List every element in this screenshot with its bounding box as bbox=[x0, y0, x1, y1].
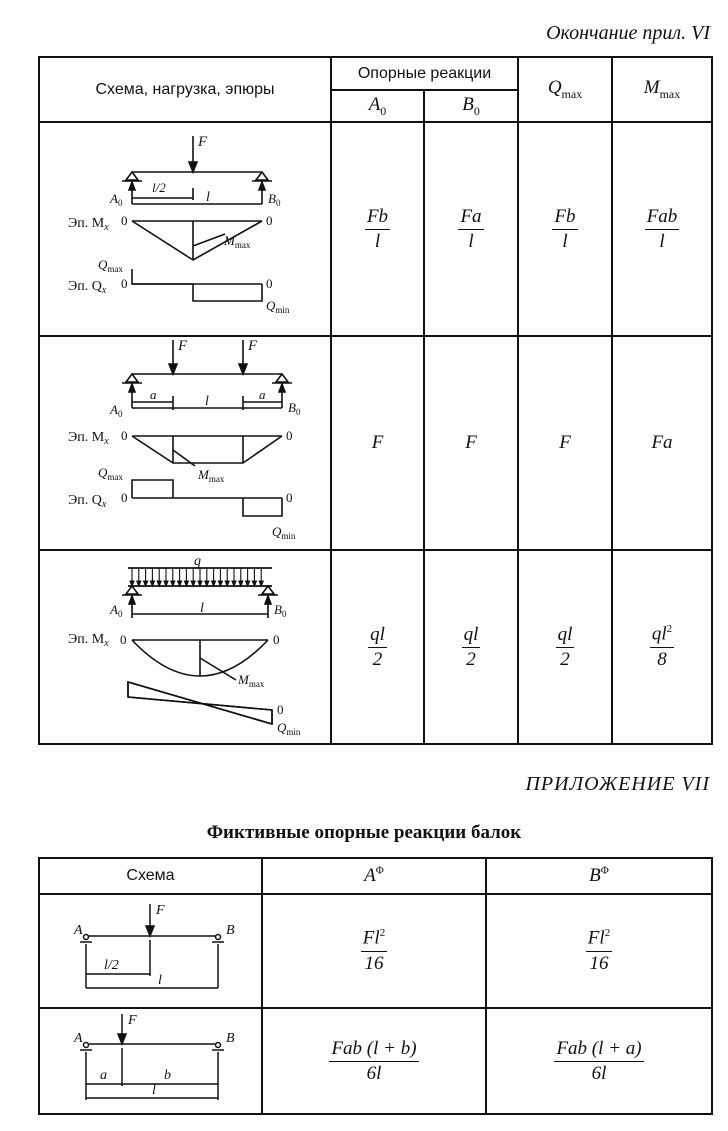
svg-text:0: 0 bbox=[121, 213, 128, 228]
svg-text:0: 0 bbox=[286, 428, 293, 443]
svg-text:l/2: l/2 bbox=[152, 180, 166, 195]
svg-text:a: a bbox=[259, 387, 266, 402]
diagram-cell: F F a a l A0 B0 Эп. Mx 0 0 Mmax Qmax Эп.… bbox=[38, 335, 332, 551]
svg-text:l: l bbox=[158, 973, 162, 988]
svg-text:F: F bbox=[155, 903, 165, 918]
svg-text:F: F bbox=[247, 338, 258, 354]
svg-text:l: l bbox=[152, 1083, 156, 1098]
header-mmax: Mmax bbox=[611, 56, 714, 123]
beam-diagram-uniform-load: q l A0 B0 Эп. Mx 0 0 Mmax 0 Qmin bbox=[68, 554, 301, 737]
svg-text:0: 0 bbox=[121, 428, 128, 443]
svg-text:Qmin: Qmin bbox=[277, 720, 301, 737]
header-qmax: Qmax bbox=[517, 56, 614, 123]
svg-text:0: 0 bbox=[266, 213, 273, 228]
svg-text:B0: B0 bbox=[274, 602, 287, 619]
value-b0: F bbox=[422, 335, 520, 551]
value-a-phi: Fab (l + b)6l bbox=[261, 1007, 487, 1115]
header-scheme: Схема bbox=[38, 857, 263, 895]
svg-text:l: l bbox=[200, 601, 204, 616]
svg-text:Mmax: Mmax bbox=[223, 233, 251, 250]
svg-text:B0: B0 bbox=[268, 191, 281, 208]
svg-text:Qmin: Qmin bbox=[266, 298, 290, 315]
header-a-phi: AΦ bbox=[261, 857, 487, 895]
svg-text:b: b bbox=[164, 1068, 171, 1083]
svg-text:0: 0 bbox=[266, 276, 273, 291]
value-qmax: F bbox=[517, 335, 614, 551]
diagram-cell: A B F l/2 l bbox=[38, 893, 263, 1009]
fictitious-reactions-title: Фиктивные опорные реакции балок bbox=[206, 822, 522, 843]
svg-text:a: a bbox=[150, 387, 157, 402]
svg-text:0: 0 bbox=[120, 632, 127, 647]
beam-diagram-central-force: F l/2 l A0 B0 Эп. Mx 0 0 Mmax Qmax Эп. Q… bbox=[68, 134, 290, 315]
svg-text:Эп. Mx: Эп. Mx bbox=[68, 216, 109, 233]
continuation-title: Окончание прил. VI bbox=[546, 22, 710, 44]
diagram-cell: A B F a b l bbox=[38, 1007, 263, 1115]
fict-diagram-central-force: A B F l/2 l bbox=[73, 903, 235, 989]
value-a0: F bbox=[330, 335, 425, 551]
svg-text:Qmin: Qmin bbox=[272, 524, 296, 541]
diagram-cell: q l A0 B0 Эп. Mx 0 0 Mmax 0 Qmin bbox=[38, 549, 332, 745]
beam-reactions-table: Схема, нагрузка, эпюры Опорные реакции Q… bbox=[38, 56, 714, 745]
appendix-title: ПРИЛОЖЕНИЕ VII bbox=[525, 773, 710, 795]
svg-text:Эп. Qx: Эп. Qx bbox=[68, 279, 107, 296]
svg-text:B: B bbox=[226, 1031, 235, 1046]
fict-diagram-offset-force: A B F a b l bbox=[73, 1013, 235, 1100]
svg-text:Qmax: Qmax bbox=[98, 257, 123, 274]
svg-text:0: 0 bbox=[277, 702, 284, 717]
svg-text:Qmax: Qmax bbox=[98, 465, 123, 482]
fictitious-reactions-table: Схема AΦ BΦ A B F l/2 l bbox=[38, 857, 713, 1115]
svg-text:Mmax: Mmax bbox=[237, 672, 265, 689]
svg-text:l/2: l/2 bbox=[104, 958, 119, 973]
svg-text:F: F bbox=[127, 1013, 137, 1028]
svg-text:A: A bbox=[73, 1031, 83, 1046]
table-row: A B F a b l Fab (l + b)6l Fab (l + a)6l bbox=[38, 1007, 713, 1115]
svg-text:0: 0 bbox=[273, 632, 280, 647]
beam-diagram-two-forces: F F a a l A0 B0 Эп. Mx 0 0 Mmax Qmax Эп.… bbox=[68, 338, 301, 541]
header-b-phi: BΦ bbox=[485, 857, 713, 895]
svg-text:Эп. Qx: Эп. Qx bbox=[68, 493, 107, 510]
svg-text:A0: A0 bbox=[109, 191, 123, 208]
header-scheme: Схема, нагрузка, эпюры bbox=[38, 56, 332, 123]
svg-text:B: B bbox=[226, 923, 235, 938]
table-row: F F a a l A0 B0 Эп. Mx 0 0 Mmax Qmax Эп.… bbox=[38, 335, 714, 551]
svg-text:B0: B0 bbox=[288, 400, 301, 417]
svg-text:0: 0 bbox=[286, 490, 293, 505]
header-support-reactions: Опорные реакции bbox=[329, 56, 520, 91]
value-mmax: Fa bbox=[611, 335, 714, 551]
svg-text:Эп. Mx: Эп. Mx bbox=[68, 430, 109, 447]
svg-text:Эп. Mx: Эп. Mx bbox=[68, 632, 109, 649]
svg-text:a: a bbox=[100, 1068, 107, 1083]
svg-text:A: A bbox=[73, 923, 83, 938]
svg-text:F: F bbox=[197, 134, 208, 150]
svg-text:l: l bbox=[206, 190, 210, 205]
diagram-cell: F l/2 l A0 B0 Эп. Mx 0 0 Mmax Qmax Эп. Q… bbox=[38, 121, 332, 337]
svg-text:A0: A0 bbox=[109, 602, 123, 619]
svg-text:l: l bbox=[205, 394, 209, 409]
table-row: F l/2 l A0 B0 Эп. Mx 0 0 Mmax Qmax Эп. Q… bbox=[38, 121, 714, 337]
svg-text:A0: A0 bbox=[109, 402, 123, 419]
header-a0: A0 bbox=[330, 89, 425, 123]
svg-text:0: 0 bbox=[121, 276, 128, 291]
svg-text:q: q bbox=[194, 554, 201, 569]
svg-text:Mmax: Mmax bbox=[197, 467, 225, 484]
svg-text:0: 0 bbox=[121, 490, 128, 505]
value-b-phi: Fab (l + a)6l bbox=[485, 1007, 713, 1115]
svg-text:F: F bbox=[177, 338, 188, 354]
header-b0: B0 bbox=[422, 89, 520, 123]
